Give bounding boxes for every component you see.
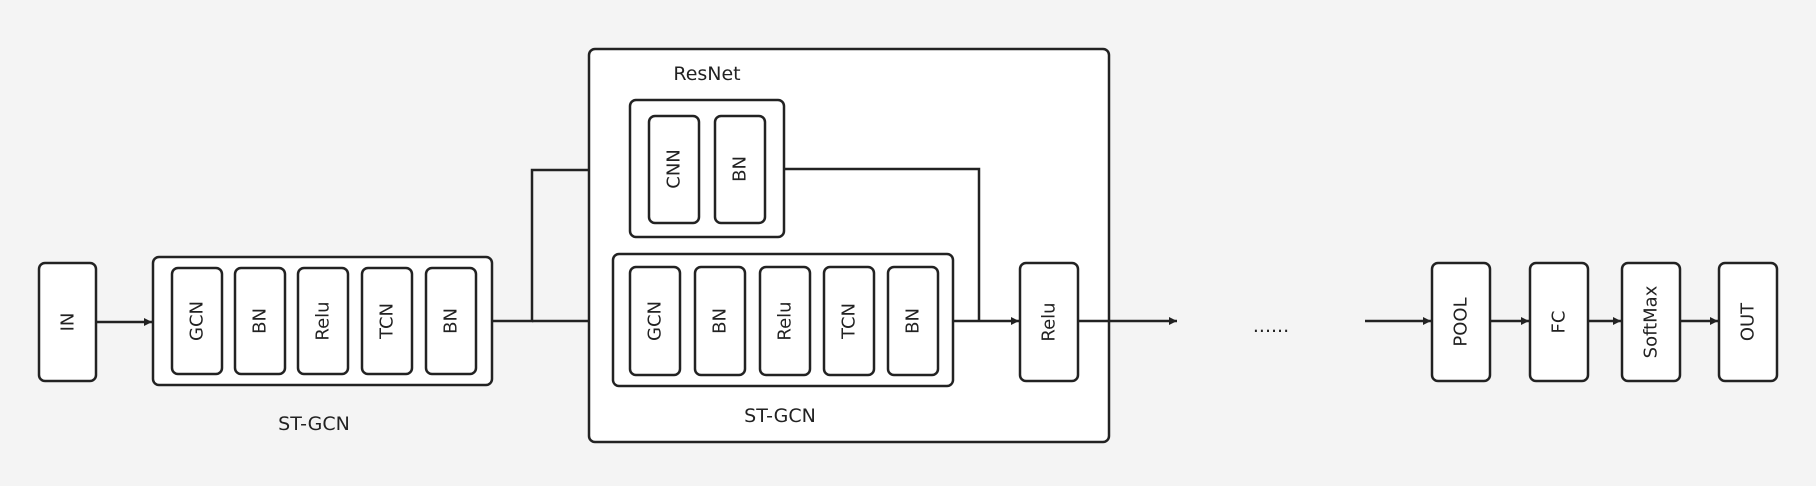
layer-tcn: [822, 265, 876, 377]
relu-label: Relu: [1039, 302, 1060, 341]
layer-relu-label: Relu: [313, 301, 334, 340]
layer-bn: [424, 266, 478, 376]
ellipsis: ......: [1253, 315, 1289, 337]
layer-cnn-label: CNN: [664, 149, 685, 189]
layer-bn: [886, 265, 940, 377]
layer-tcn-label: TCN: [839, 303, 860, 340]
fc-label: FC: [1549, 311, 1570, 334]
output-node: [1717, 261, 1779, 383]
layer-tcn: [360, 266, 414, 376]
layer-bn: [233, 266, 287, 376]
layer-relu: [296, 266, 350, 376]
resnet-title: ResNet: [673, 63, 740, 85]
layer-relu: [758, 265, 812, 377]
layer-gcn: [170, 266, 224, 376]
output-label: OUT: [1738, 302, 1759, 341]
layer-bn-label: BN: [710, 308, 731, 334]
arrow-to-shortcut: [492, 166, 628, 323]
layer-tcn-label: TCN: [377, 303, 398, 340]
pool-label: POOL: [1451, 297, 1472, 346]
layer-bn-label: BN: [441, 308, 462, 334]
layer-bn: [693, 265, 747, 377]
input-label: IN: [58, 313, 79, 332]
shortcut-merge-line: [784, 167, 981, 321]
layer-bn-label: BN: [903, 308, 924, 334]
stgcn-block-1-caption: ST-GCN: [278, 413, 350, 435]
layer-bn: [713, 114, 767, 225]
layer-bn-label: BN: [250, 308, 271, 334]
stgcn-block-2-layers: GCN BN Relu TCN BN: [628, 265, 940, 377]
layer-bn-label: BN: [730, 156, 751, 182]
layer-relu-label: Relu: [775, 301, 796, 340]
layer-gcn-label: GCN: [187, 301, 208, 341]
stgcn-block-1-layers: GCN BN Relu TCN BN: [170, 266, 478, 376]
layer-cnn: [647, 114, 701, 225]
layer-gcn: [628, 265, 682, 377]
stgcn-block-2-caption: ST-GCN: [744, 405, 816, 427]
softmax-label: SoftMax: [1641, 285, 1662, 358]
layer-gcn-label: GCN: [645, 301, 666, 341]
